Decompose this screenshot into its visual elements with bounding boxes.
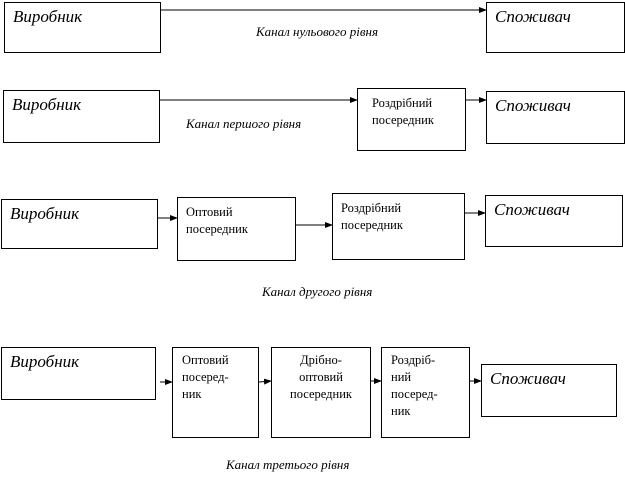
producer-label-l1: Виробник	[12, 95, 82, 114]
caption-l2: Канал другого рівня	[262, 284, 373, 299]
retail-label-l1-line1: Роздрібний	[372, 96, 433, 110]
wholesale-label-l2-line1: Оптовий	[186, 205, 233, 219]
small-wholesale-label-l3-line3: посередник	[290, 387, 352, 401]
consumer-box-l1: Споживач	[486, 91, 625, 144]
retail-box-l2: Роздрібний посередник	[332, 193, 465, 260]
small-wholesale-box-l3: Дрібно- оптовий посередник	[271, 347, 371, 438]
producer-box-l2: Виробник	[1, 199, 158, 249]
wholesale-label-l3-line2: посеред-	[182, 370, 229, 384]
producer-box-l3: Виробник	[1, 347, 156, 400]
consumer-box-l2: Споживач	[485, 195, 623, 247]
consumer-label-l2: Споживач	[494, 200, 570, 219]
producer-label-l3: Виробник	[10, 352, 80, 371]
retail-box-l3: Роздріб- ний посеред- ник	[381, 347, 470, 438]
retail-label-l1-line2: посередник	[372, 113, 434, 127]
wholesale-box-l3: Оптовий посеред- ник	[172, 347, 259, 438]
caption-l3: Канал третього рівня	[226, 457, 350, 472]
arrow-wholesale-to-small-wholesale-l3	[258, 378, 272, 385]
producer-label-l0: Виробник	[13, 7, 83, 26]
retail-label-l3-line1: Роздріб-	[391, 353, 436, 367]
small-wholesale-label-l3-line2: оптовий	[299, 370, 343, 384]
small-wholesale-label-l3-line1: Дрібно-	[300, 353, 342, 367]
consumer-box-l0: Споживач	[486, 2, 625, 53]
consumer-label-l3: Споживач	[490, 369, 566, 388]
consumer-label-l1: Споживач	[495, 96, 571, 115]
retail-label-l3-line4: ник	[391, 404, 411, 418]
retail-label-l3-line3: посеред-	[391, 387, 438, 401]
caption-l0: Канал нульового рівня	[256, 24, 378, 39]
retail-label-l3-line2: ний	[391, 370, 412, 384]
producer-box-l0: Виробник	[4, 2, 161, 53]
producer-box-l1: Виробник	[3, 90, 160, 143]
wholesale-label-l2-line2: посередник	[186, 222, 248, 236]
consumer-label-l0: Споживач	[495, 7, 571, 26]
retail-label-l2-line2: посередник	[341, 218, 403, 232]
wholesale-label-l3-line1: Оптовий	[182, 353, 229, 367]
wholesale-box-l2: Оптовий посередник	[177, 197, 296, 261]
retail-label-l2-line1: Роздрібний	[341, 201, 402, 215]
consumer-box-l3: Споживач	[481, 364, 617, 417]
producer-label-l2: Виробник	[10, 204, 80, 223]
caption-l1: Канал першого рівня	[186, 116, 302, 131]
wholesale-label-l3-line3: ник	[182, 387, 202, 401]
retail-box-l1: Роздрібний посередник	[357, 88, 466, 151]
